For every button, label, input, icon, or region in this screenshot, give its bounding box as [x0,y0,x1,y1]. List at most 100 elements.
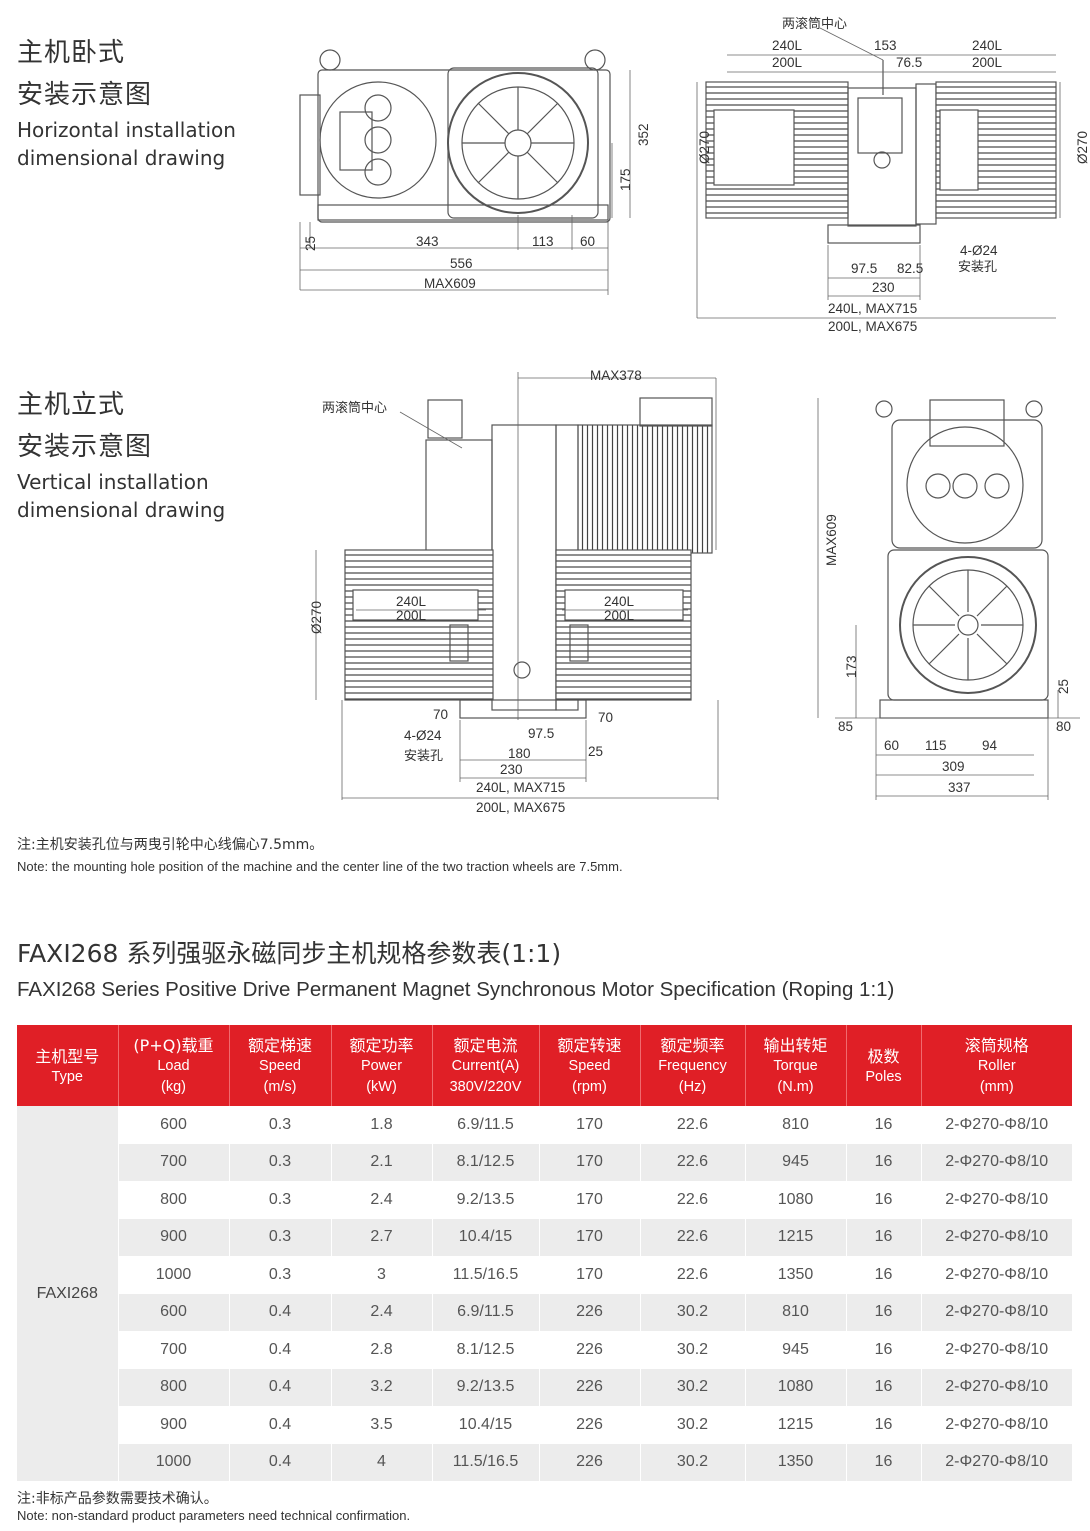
table-row: 1000 0.3 3 11.5/16.5 170 22.6 1350 16 2-… [17,1256,1072,1294]
cell-torque: 1080 [745,1368,847,1406]
dim-v-240l-max715: 240L, MAX715 [476,780,565,795]
cell-frequency: 22.6 [640,1143,746,1181]
dim-v-309: 309 [942,759,965,774]
cell-load: 1000 [118,1443,230,1481]
cell-speed: 0.4 [229,1368,332,1406]
cell-current: 6.9/11.5 [432,1293,540,1331]
vertical-title-block: 主机立式 安装示意图 Vertical installation dimensi… [17,384,225,524]
table-row: FAXI268 600 0.3 1.8 6.9/11.5 170 22.6 81… [17,1106,1072,1481]
cell-poles: 16 [846,1368,922,1406]
cell-roller: 2-Φ270-Φ8/10 [921,1368,1072,1406]
cell-power: 3.2 [331,1368,433,1406]
dim-max609: MAX609 [424,276,476,291]
dim-v-max609: MAX609 [824,514,839,566]
cell-current: 11.5/16.5 [432,1443,540,1481]
dim-v-337: 337 [948,780,971,795]
table-title-en: FAXI268 Series Positive Drive Permanent … [17,978,895,1001]
cell-current: 11.5/16.5 [432,1256,540,1294]
table-row: 600 0.4 2.4 6.9/11.5 226 30.2 810 16 2-Φ… [17,1293,1072,1331]
dim-v-94: 94 [982,738,998,753]
cell-current: 6.9/11.5 [432,1106,540,1144]
cell-power: 3 [331,1256,433,1294]
cell-load: 600 [118,1106,230,1144]
dim-240l-left: 240L [772,38,803,53]
table-row: 900 0.3 2.7 10.4/15 170 22.6 1215 16 2-Φ… [17,1218,1072,1256]
vertical-side-dimensions [817,398,1080,800]
dim-240l-max715: 240L, MAX715 [828,301,917,316]
dim-v-60: 60 [884,738,899,753]
cell-speed: 0.3 [229,1181,332,1219]
cell-torque: 945 [745,1143,847,1181]
cell-rpm: 226 [539,1293,641,1331]
cell-rpm: 170 [539,1218,641,1256]
type-cell: FAXI268 [17,1106,119,1481]
cell-load: 600 [118,1293,230,1331]
cell-poles: 16 [846,1143,922,1181]
dim-v-240l-right: 240L [604,594,635,609]
cell-power: 2.4 [331,1293,433,1331]
dim-v-70-left: 70 [433,707,448,722]
dim-v-230: 230 [500,762,523,777]
dim-200l-left: 200L [772,55,803,70]
dim-v-115: 115 [925,738,947,753]
dim-v-240l-left: 240L [396,594,427,609]
cell-torque: 1350 [745,1443,847,1481]
cell-roller: 2-Φ270-Φ8/10 [921,1293,1072,1331]
cell-load: 700 [118,1143,230,1181]
cell-poles: 16 [846,1406,922,1444]
cell-rpm: 170 [539,1106,641,1144]
dim-v-200l-max675: 200L, MAX675 [476,800,565,815]
cell-poles: 16 [846,1181,922,1219]
cell-poles: 16 [846,1443,922,1481]
cell-current: 9.2/13.5 [432,1368,540,1406]
cell-roller: 2-Φ270-Φ8/10 [921,1406,1072,1444]
cell-rpm: 226 [539,1331,641,1369]
cell-frequency: 30.2 [640,1293,746,1331]
cell-speed: 0.4 [229,1331,332,1369]
cell-load: 1000 [118,1256,230,1294]
cell-roller: 2-Φ270-Φ8/10 [921,1443,1072,1481]
cell-rpm: 226 [539,1406,641,1444]
dim-v-97-5: 97.5 [528,726,554,741]
cell-roller: 2-Φ270-Φ8/10 [921,1181,1072,1219]
vertical-side-view [875,399,1049,719]
cell-power: 3.5 [331,1406,433,1444]
dim-200l-right: 200L [972,55,1003,70]
table-body: FAXI268 600 0.3 1.8 6.9/11.5 170 22.6 81… [17,1106,1072,1481]
cell-frequency: 30.2 [640,1331,746,1369]
cell-power: 2.8 [331,1331,433,1369]
dim-v-200l-right: 200L [604,608,635,623]
dim-v-173: 173 [844,655,859,678]
table-row: 900 0.4 3.5 10.4/15 226 30.2 1215 16 2-Φ… [17,1406,1072,1444]
cell-current: 8.1/12.5 [432,1143,540,1181]
cell-power: 4 [331,1443,433,1481]
cell-load: 800 [118,1368,230,1406]
cell-rpm: 170 [539,1181,641,1219]
dim-352: 352 [636,123,651,146]
cell-speed: 0.3 [229,1256,332,1294]
cell-torque: 1215 [745,1218,847,1256]
cell-current: 8.1/12.5 [432,1331,540,1369]
cell-current: 9.2/13.5 [432,1181,540,1219]
cell-power: 2.1 [331,1143,433,1181]
cell-torque: 1080 [745,1181,847,1219]
cell-power: 1.8 [331,1106,433,1144]
cell-speed: 0.3 [229,1143,332,1181]
cell-torque: 810 [745,1106,847,1144]
cell-load: 900 [118,1218,230,1256]
cell-torque: 810 [745,1293,847,1331]
cell-speed: 0.4 [229,1443,332,1481]
horizontal-title-en-2: dimensional drawing [17,146,226,170]
cell-rpm: 226 [539,1443,641,1481]
table-row: 700 0.3 2.1 8.1/12.5 170 22.6 945 16 2-Φ… [17,1143,1072,1181]
dimensional-drawings: 352 175 25 343 113 60 556 MAX609 两滚筒中心 2… [299,16,1090,815]
cell-power: 2.7 [331,1218,433,1256]
